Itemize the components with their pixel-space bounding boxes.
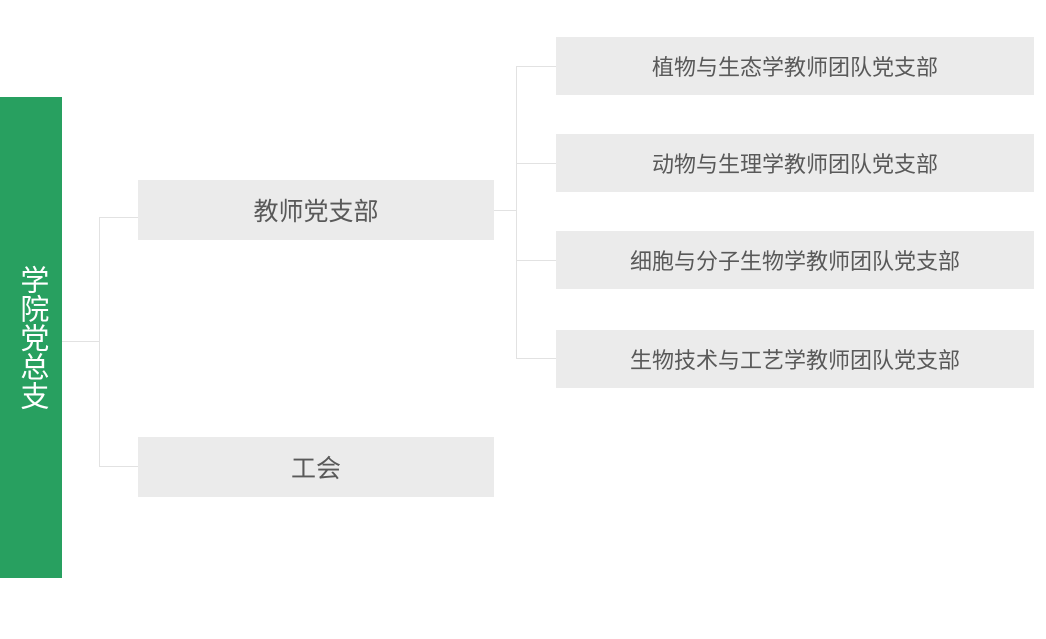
root-node-label: 学院党总支 [15,265,48,410]
connector-root-stub [62,341,100,342]
node-plant-ecology-branch-label: 植物与生态学教师团队党支部 [651,55,938,80]
node-labor-union[interactable]: 工会 [138,437,494,497]
node-biotechnology-branch-label: 生物技术与工艺学教师团队党支部 [629,348,960,373]
connector-to-leaf-3 [516,358,557,359]
node-plant-ecology-branch[interactable]: 植物与生态学教师团队党支部 [556,37,1034,95]
node-cell-molecular-biology-branch[interactable]: 细胞与分子生物学教师团队党支部 [556,231,1034,289]
connector-to-leaf-1 [516,163,557,164]
node-animal-physiology-branch[interactable]: 动物与生理学教师团队党支部 [556,134,1034,192]
node-biotechnology-branch[interactable]: 生物技术与工艺学教师团队党支部 [556,330,1034,388]
connector-to-labor-union [99,466,139,467]
node-teacher-party-branch[interactable]: 教师党支部 [138,180,494,240]
connector-left-trunk [99,217,100,467]
connector-to-leaf-2 [516,260,557,261]
node-animal-physiology-branch-label: 动物与生理学教师团队党支部 [651,152,938,177]
connector-right-trunk [516,66,517,359]
node-teacher-party-branch-label: 教师党支部 [253,198,379,226]
node-cell-molecular-biology-branch-label: 细胞与分子生物学教师团队党支部 [629,249,960,274]
connector-to-teacher-branch [99,217,139,218]
node-labor-union-label: 工会 [290,455,341,483]
connector-teacher-stub [494,210,517,211]
root-node-college-party-branch[interactable]: 学院党总支 [0,97,62,578]
connector-to-leaf-0 [516,66,557,67]
